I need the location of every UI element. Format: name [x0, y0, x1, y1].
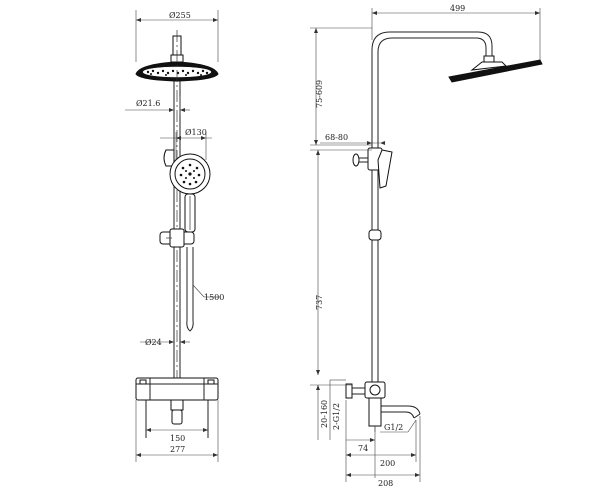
offset-74-label: 74	[358, 444, 368, 453]
mixer-outlets	[145, 399, 209, 438]
holder-offset-label: 68-80	[325, 133, 348, 142]
inlet-height-label: 20-160	[320, 400, 329, 428]
pipe-diameter-label: Ø21.6	[136, 99, 160, 108]
shower-arm	[371, 31, 495, 150]
spout-reach-label: 200	[380, 459, 395, 468]
dimension-body-width: 277	[135, 400, 219, 462]
side-overhead-shower	[448, 59, 543, 83]
hand-shower-diameter-label: Ø130	[185, 128, 207, 137]
bar-diameter-label: Ø24	[145, 338, 162, 347]
dimension-spacing: 150	[146, 428, 208, 443]
side-diverter	[352, 147, 393, 189]
dimension-hand-shower-diameter: Ø130	[160, 128, 212, 160]
shower-hose	[186, 247, 194, 332]
front-view: Ø255	[125, 10, 224, 462]
dimension-bar-diameter: Ø24	[140, 338, 190, 347]
mixer-body	[135, 377, 219, 401]
spacing-label: 150	[170, 434, 185, 443]
dimension-pipe-diameter: Ø21.6	[125, 96, 190, 115]
slide-holder	[159, 228, 195, 248]
dimension-arm-length: 499	[371, 4, 541, 62]
side-view: 499 75-609 68-80	[310, 4, 543, 488]
dimension-spout-reach: 200	[345, 400, 417, 482]
vertical-riser-pipe	[173, 30, 181, 415]
dimension-total-reach: 208	[346, 416, 421, 488]
dimension-inlet: 20-160 2-G1/2	[310, 379, 352, 440]
hand-shower-head	[169, 153, 211, 233]
spout-thread-label: G1/2	[384, 423, 403, 432]
overhead-diameter-label: Ø255	[169, 11, 191, 20]
side-mixer	[345, 381, 386, 399]
side-spout	[368, 397, 421, 427]
body-width-label: 277	[170, 445, 185, 454]
height-adjust-label: 75-609	[315, 80, 324, 108]
inlet-thread-label: 2-G1/2	[332, 403, 341, 430]
dimension-holder-offset: 68-80	[320, 133, 385, 145]
arm-length-label: 499	[450, 4, 465, 13]
hose-length-label: 1500	[204, 293, 224, 302]
dimension-overhead-diameter: Ø255	[135, 10, 219, 62]
dimension-height-adjust: 75-609	[310, 27, 372, 146]
lower-height-label: 737	[315, 295, 324, 310]
total-reach-label: 208	[378, 479, 393, 488]
side-lower-riser	[368, 170, 382, 382]
dimension-offset-74: 74	[346, 426, 376, 478]
dimension-lower-height: 737	[310, 149, 372, 375]
dimension-hose-length: 1500	[192, 284, 224, 302]
